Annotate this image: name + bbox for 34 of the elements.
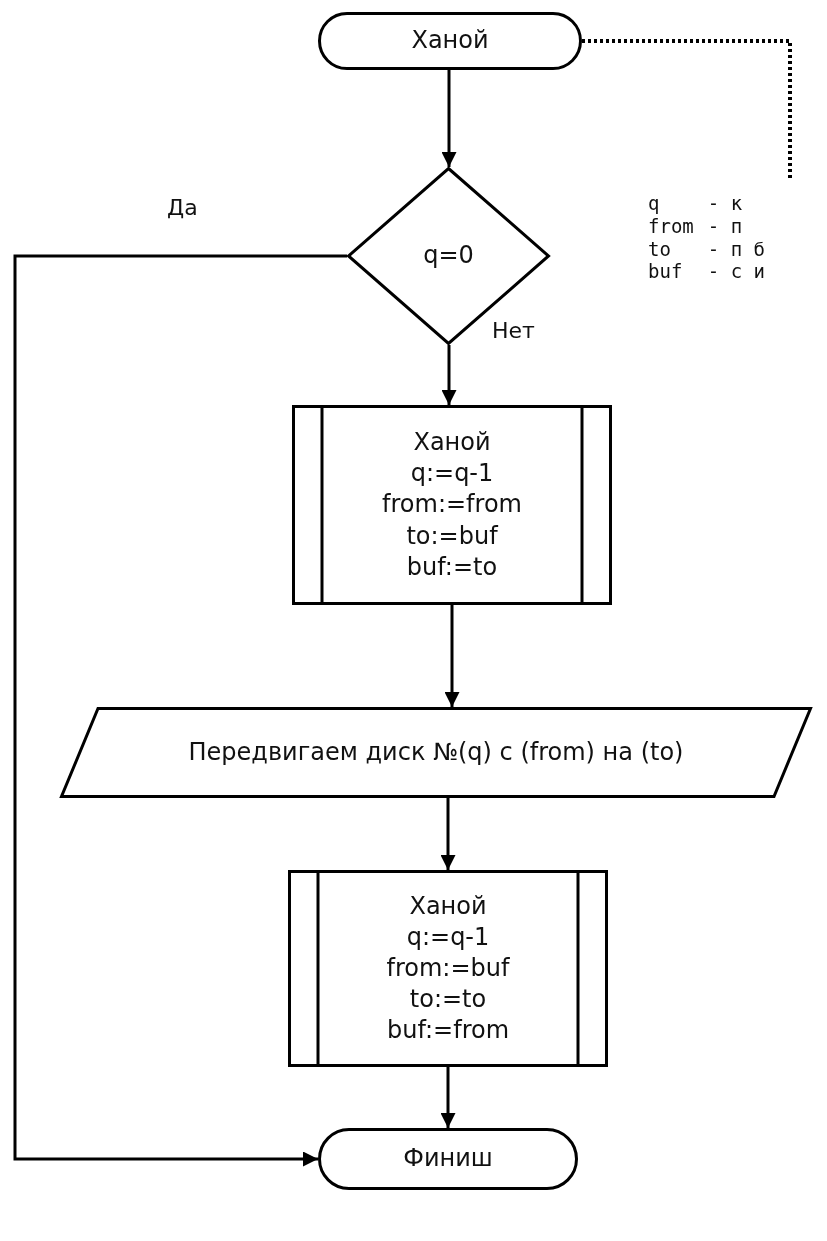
dotted-connector [582, 39, 792, 180]
node-text: Ханой [413, 427, 491, 459]
variable-description: - с и [707, 260, 765, 284]
assignment-text: q:=q-1 [410, 458, 494, 490]
arrow [441, 345, 457, 405]
arrow [440, 1067, 456, 1128]
variable-description: - п [707, 214, 744, 238]
node-text: Ханой [411, 25, 489, 57]
arrow [444, 605, 460, 707]
assignment-text: from:=buf [386, 952, 510, 984]
node-text: Ханой [409, 890, 487, 922]
node-text: q=0 [423, 240, 474, 272]
assignment-text: to:=buf [406, 520, 498, 552]
arrow [13, 254, 347, 1167]
arrow [440, 798, 456, 870]
variable-description: - п б [707, 237, 765, 261]
variable-name: buf [648, 260, 684, 284]
variable-name: to [648, 237, 672, 261]
assignment-text: buf:=from [386, 1015, 510, 1047]
node-text: Передвигаем диск №(q) с (from) на (to) [188, 736, 684, 768]
input-output-parallelogram [60, 707, 812, 798]
assignment-text: q:=q-1 [406, 921, 490, 953]
subprocess-box [288, 870, 608, 1067]
decision-diamond [347, 167, 550, 345]
assignment-text: from:=from [382, 489, 522, 521]
variable-description: - к [707, 192, 744, 215]
node-text: Финиш [403, 1143, 493, 1175]
arrow [441, 70, 457, 167]
assignment-text: buf:=to [406, 551, 498, 583]
assignment-text: to:=to [409, 984, 487, 1016]
subprocess-box [292, 405, 612, 605]
variable-name: from [648, 214, 694, 238]
variable-name: q [648, 192, 661, 215]
terminator-shape [318, 12, 582, 70]
